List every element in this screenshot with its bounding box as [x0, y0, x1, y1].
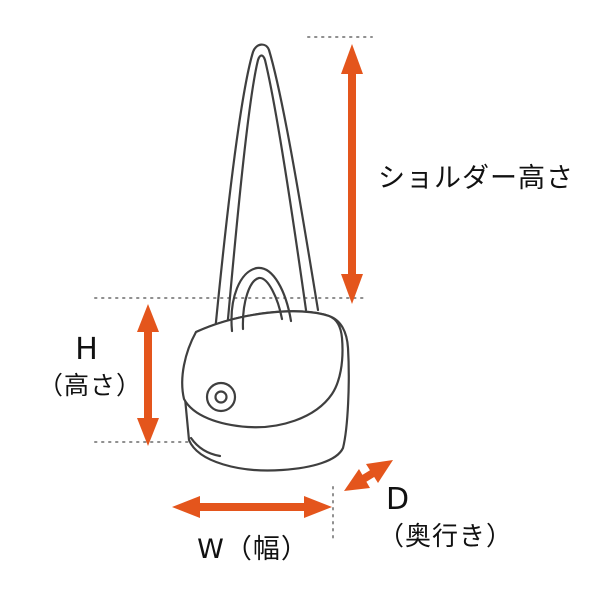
depth-arrowhead-left — [344, 469, 370, 491]
height-arrowhead-top — [137, 304, 159, 332]
depth-letter-label: D — [386, 482, 411, 517]
handle-inner-line — [241, 276, 284, 331]
height-arrow — [137, 304, 159, 446]
shoulder-height-arrowhead-bottom — [341, 274, 363, 304]
height-paren-label: （高さ） — [38, 371, 143, 400]
bag-illustration — [181, 43, 350, 472]
depth-arrowhead-right — [366, 460, 393, 483]
handle-outer-line — [230, 266, 293, 333]
width-arrowhead-left — [172, 496, 200, 518]
width-label: W（幅） — [197, 534, 309, 565]
shoulder-height-arrow — [341, 44, 363, 304]
clasp-inner-circle — [214, 390, 228, 404]
depth-paren-label: （奥行き） — [378, 522, 514, 552]
depth-arrow — [344, 460, 393, 491]
shoulder-height-arrowhead-top — [341, 44, 363, 74]
strap-outer-line — [213, 43, 320, 334]
width-arrow — [172, 496, 332, 518]
width-arrowhead-right — [304, 496, 332, 518]
strap-inner-line — [225, 54, 308, 332]
height-letter-label: H — [75, 332, 99, 367]
shoulder-height-label: ショルダー高さ — [378, 163, 574, 194]
bottom-fold-line — [189, 436, 222, 458]
height-arrowhead-bottom — [137, 418, 159, 446]
guide-lines — [94, 36, 373, 541]
